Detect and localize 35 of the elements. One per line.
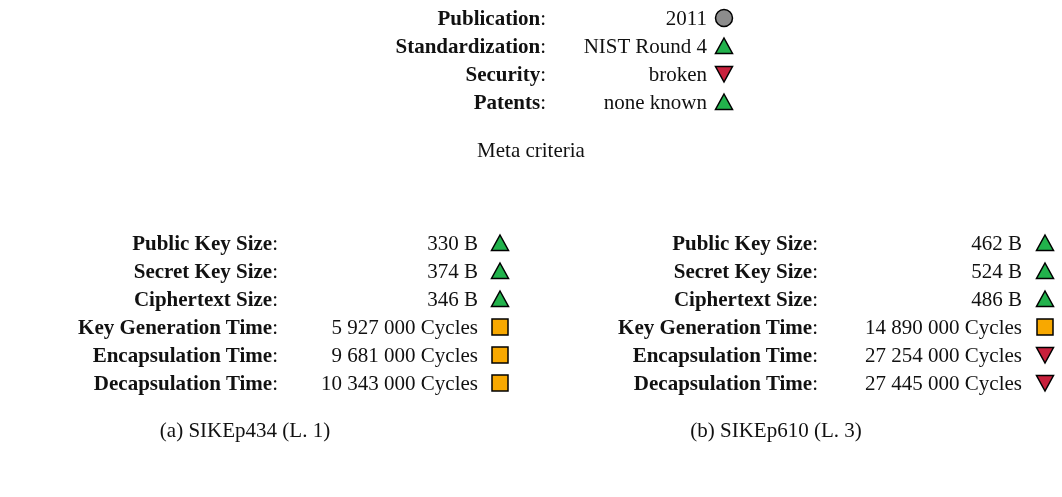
metric-label: Decapsulation Time:: [633, 370, 818, 396]
metric-value: 14 890 000 Cycles: [865, 314, 1022, 340]
metric-label: Public Key Size:: [132, 230, 278, 256]
metric-value: 524 B: [971, 258, 1022, 284]
subfigure-caption: (b) SIKEp610 (L. 3): [690, 417, 862, 443]
metric-value: 330 B: [427, 230, 478, 256]
criterion-value: 2011: [665, 5, 707, 31]
metric-label: Decapsulation Time:: [93, 370, 278, 396]
metric-value: 486 B: [971, 286, 1022, 312]
metric-label: Encapsulation Time:: [92, 342, 278, 368]
criterion-label: Publication:: [437, 5, 546, 31]
metric-value: 374 B: [427, 258, 478, 284]
metric-label: Public Key Size:: [672, 230, 818, 256]
section-caption: Meta criteria: [477, 137, 585, 163]
metric-value: 27 445 000 Cycles: [865, 370, 1022, 396]
metric-value: 9 681 000 Cycles: [331, 342, 478, 368]
criterion-label: Security:: [465, 61, 546, 87]
metric-value: 5 927 000 Cycles: [331, 314, 478, 340]
subfigure-caption: (a) SIKEp434 (L. 1): [159, 417, 331, 443]
criterion-value: none known: [603, 89, 707, 115]
metric-label: Key Generation Time:: [78, 314, 278, 340]
metric-value: 462 B: [971, 230, 1022, 256]
criterion-value: broken: [648, 61, 707, 87]
metric-label: Encapsulation Time:: [632, 342, 818, 368]
criterion-value: NIST Round 4: [583, 33, 707, 59]
criterion-label: Standardization:: [395, 33, 546, 59]
metric-value: 10 343 000 Cycles: [321, 370, 478, 396]
criterion-label: Patents:: [473, 89, 546, 115]
metric-label: Key Generation Time:: [618, 314, 818, 340]
metric-label: Ciphertext Size:: [673, 286, 818, 312]
metric-label: Ciphertext Size:: [133, 286, 278, 312]
metric-value: 27 254 000 Cycles: [865, 342, 1022, 368]
metric-label: Secret Key Size:: [673, 258, 818, 284]
metric-value: 346 B: [427, 286, 478, 312]
metric-label: Secret Key Size:: [133, 258, 278, 284]
